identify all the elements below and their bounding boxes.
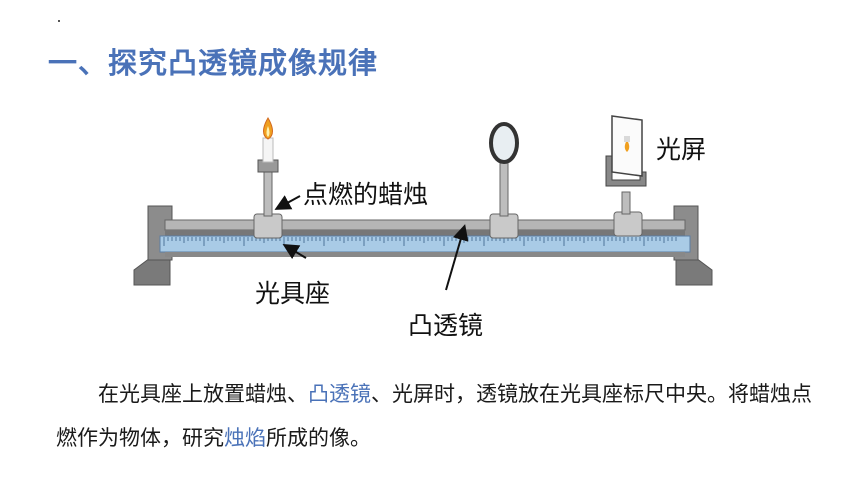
screen-holder-base [613, 211, 643, 237]
screen-rod [621, 191, 631, 215]
lens-rod [499, 159, 509, 217]
candle-holder-base [253, 213, 283, 239]
para-text-2: 、光屏时，透镜放在光具座标尺中央。将蜡烛点燃作为物体，研究 [56, 382, 812, 450]
para-text-1: 在光具座上放置蜡烛、 [98, 382, 308, 406]
candle-rod [263, 169, 273, 217]
rail-bottom [165, 252, 685, 257]
candle-arrow [274, 195, 301, 210]
lens-arrow [445, 224, 469, 291]
highlight-lens: 凸透镜 [308, 382, 371, 406]
rail-dark [165, 230, 685, 236]
decorative-dot [58, 20, 60, 22]
candle-body [262, 137, 274, 163]
body-paragraph: 在光具座上放置蜡烛、凸透镜、光屏时，透镜放在光具座标尺中央。将蜡烛点燃作为物体，… [56, 372, 816, 460]
label-lens: 凸透镜 [408, 311, 484, 340]
label-bench: 光具座 [255, 279, 331, 308]
bench-arrow [282, 243, 307, 260]
optical-bench-diagram [133, 115, 713, 291]
ruler-ticks [163, 237, 677, 246]
lens-holder-base [489, 213, 519, 239]
para-text-3: 所成的像。 [266, 426, 371, 450]
label-screen: 光屏 [656, 135, 707, 164]
label-candle: 点燃的蜡烛 [303, 180, 429, 209]
highlight-flame: 烛焰 [224, 426, 266, 450]
rail-top [164, 219, 686, 231]
page-title: 一、探究凸透镜成像规律 [48, 46, 379, 80]
image-on-screen-icon [624, 140, 630, 152]
ruler-scale [159, 235, 691, 253]
convex-lens-icon [489, 122, 519, 164]
